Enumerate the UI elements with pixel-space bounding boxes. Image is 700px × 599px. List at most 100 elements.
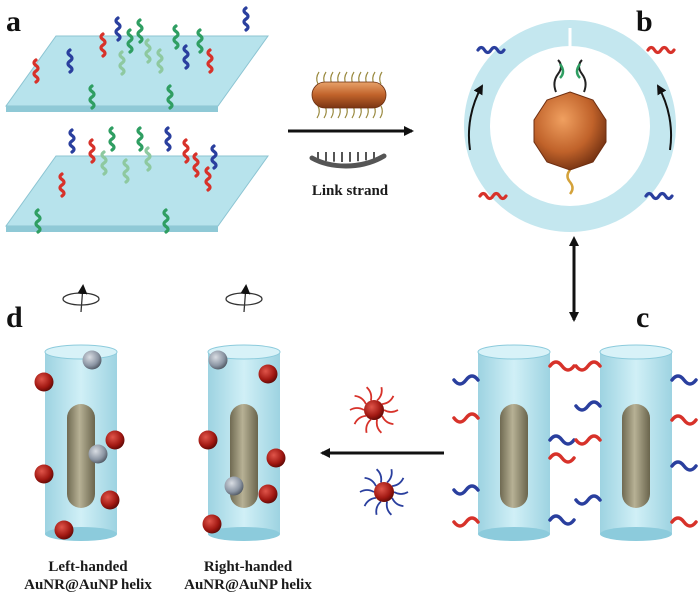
dna-strand <box>476 45 506 55</box>
gold-nanoparticle <box>224 476 244 496</box>
gold-nanoparticle <box>374 482 394 502</box>
thiol-strand <box>316 105 320 119</box>
probe-strand <box>363 496 377 507</box>
gold-nanoparticle <box>258 484 278 504</box>
gold-nanoparticle <box>208 350 228 370</box>
dna-handle <box>574 360 602 372</box>
gold-nanoparticle <box>266 448 286 468</box>
attachment-step <box>320 386 444 516</box>
dna-strand <box>144 146 152 172</box>
tube-bottom <box>208 527 280 541</box>
red-strand-nanoparticle <box>349 386 399 434</box>
right-handed-sublabel: AuNR@AuNP helix <box>184 577 312 593</box>
dna-strand <box>164 126 172 152</box>
tube-bottom <box>478 527 550 541</box>
dna-handle <box>574 400 602 412</box>
panel-b <box>464 20 676 232</box>
thiol-strand <box>379 71 383 85</box>
rotation-axis-icon <box>240 284 251 313</box>
helix-nanoparticles <box>34 350 286 540</box>
rotation-icon <box>225 292 263 306</box>
left-handed-sublabel: AuNR@AuNP helix <box>24 577 152 593</box>
dna-handle <box>670 414 698 426</box>
dna-handle <box>574 494 602 506</box>
dna-strand <box>99 32 107 58</box>
probe-strand <box>381 395 395 406</box>
dna-strand <box>144 38 152 64</box>
dna-strand <box>118 50 126 76</box>
thiol-strand <box>316 71 320 85</box>
dna-strand <box>58 172 66 198</box>
gold-nanoparticle <box>34 372 54 392</box>
panel-label-b: b <box>636 5 653 38</box>
probe-strand <box>359 489 375 493</box>
right-handed-label: Right-handed <box>204 559 293 575</box>
dna-strand <box>126 28 134 54</box>
tube-top <box>44 344 118 360</box>
probe-strand <box>386 468 393 484</box>
dna-handle <box>670 516 698 528</box>
dna-strand <box>162 208 170 234</box>
dna-strand <box>166 84 174 110</box>
probe-strand <box>375 419 383 434</box>
panel-label-d: d <box>6 301 23 334</box>
link-strand-teeth <box>317 152 375 162</box>
probe-strand <box>365 386 373 401</box>
thiol-strand <box>379 105 383 119</box>
gold-nanoparticle <box>533 91 607 171</box>
probe-strand <box>365 418 372 434</box>
dna-strand <box>182 44 190 70</box>
gold-nanoparticle <box>105 430 125 450</box>
probe-strand <box>353 414 367 425</box>
rotation-arrow-right-icon <box>657 84 673 151</box>
dna-strand <box>34 208 42 234</box>
probe-strand <box>385 501 393 516</box>
dna-strand <box>156 48 164 74</box>
dna-strand <box>100 150 108 176</box>
dna-strand <box>196 28 204 54</box>
dna-strand <box>210 144 218 170</box>
origami-sheet-top-edge <box>6 106 218 112</box>
blue-strand-nanoparticle <box>359 468 409 516</box>
rotation-icon <box>62 292 100 306</box>
dna-handle <box>548 434 576 446</box>
dna-handle <box>452 412 480 424</box>
tube-bottom <box>600 527 672 541</box>
dna-handle <box>670 374 698 386</box>
tube-dna-handles <box>452 360 698 528</box>
dna-handle <box>548 514 576 526</box>
left-handed-label: Left-handed <box>48 559 128 575</box>
gold-nanorod <box>500 404 528 508</box>
origami-sheet-bottom <box>5 155 269 227</box>
dna-strand <box>88 84 96 110</box>
gold-nanoparticle <box>82 350 102 370</box>
capture-strand <box>558 63 565 79</box>
dna-handle <box>574 434 602 446</box>
tube-c-left <box>477 344 551 541</box>
dna-strand <box>66 48 74 74</box>
probe-strand <box>391 477 405 488</box>
dna-strand <box>68 128 76 154</box>
tube-top <box>477 344 551 360</box>
dna-handle <box>670 460 698 472</box>
probe-strand <box>381 415 394 426</box>
gold-nanoparticle <box>364 400 384 420</box>
probe-strand <box>375 468 383 483</box>
dna-strand <box>192 152 200 178</box>
dna-strand <box>644 191 674 201</box>
gold-nanorod <box>67 404 95 508</box>
dna-strand <box>182 138 190 164</box>
link-strand-icon <box>309 153 387 169</box>
dna-handle <box>548 452 576 464</box>
dna-strand <box>206 48 214 74</box>
probe-strand <box>376 386 383 402</box>
tube-c-right <box>599 344 673 541</box>
gold-nanoparticle <box>202 514 222 534</box>
gold-nanoparticle <box>54 520 74 540</box>
probe-strand <box>391 497 404 508</box>
probe-strand <box>354 394 367 405</box>
gold-nanoparticle <box>100 490 120 510</box>
dna-strand <box>204 166 212 192</box>
sheet-dna-strands <box>32 6 250 234</box>
